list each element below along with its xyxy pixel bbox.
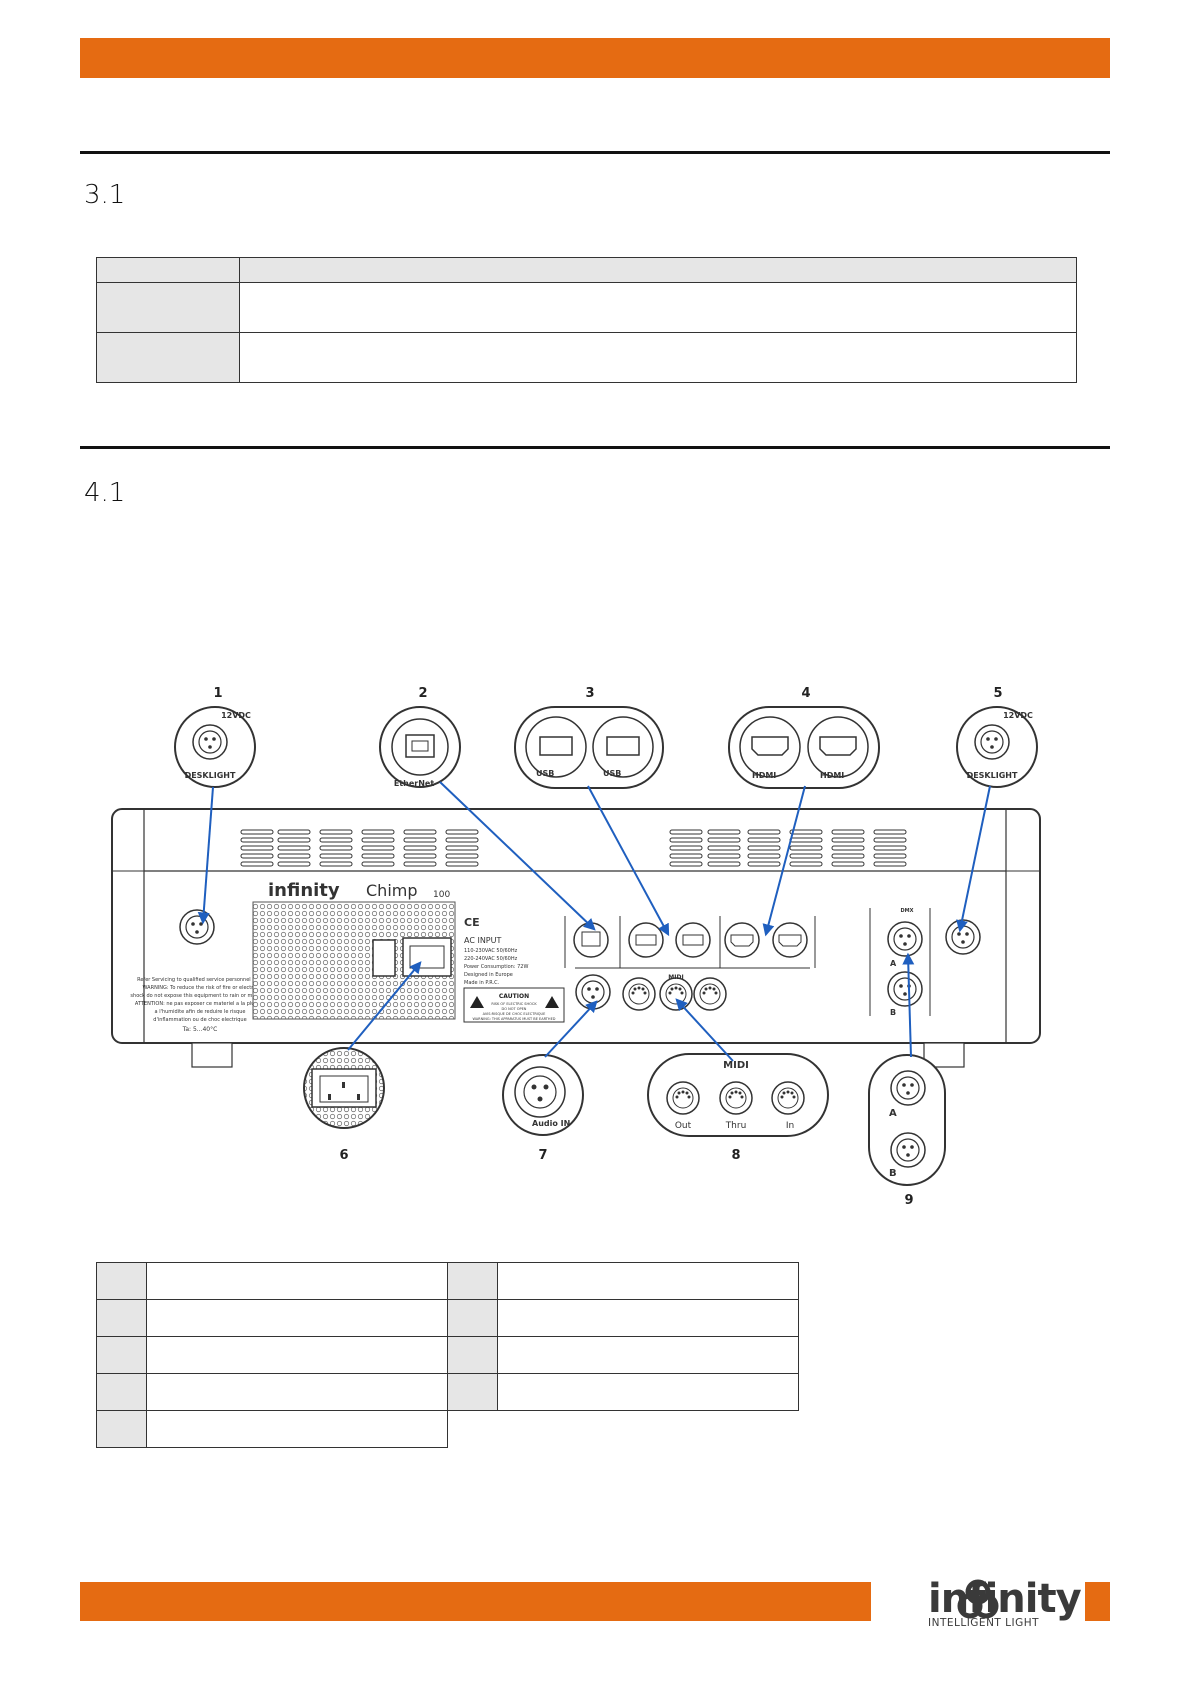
svg-text:shock do not expose this equip: shock do not expose this equipment to ra… — [130, 993, 269, 999]
svg-text:DESKLIGHT: DESKLIGHT — [185, 771, 236, 780]
vents-right — [669, 829, 907, 867]
panel-brand: infinity — [268, 880, 340, 901]
zoom-midi-8: MIDI Out Thru In — [647, 1053, 829, 1137]
svg-text:a l'humidite afin de reduire l: a l'humidite afin de reduire le risque — [155, 1009, 246, 1015]
callout-1: 1 — [213, 686, 222, 701]
table-cell — [96, 332, 240, 383]
footer-brand: infinity — [928, 1576, 1082, 1622]
svg-text:d'inflammation ou de choc elec: d'inflammation ou de choc electrique — [153, 1017, 246, 1023]
panel-midi: MIDI — [622, 974, 727, 1011]
svg-text:WARNING: THIS APPARATUS MUST B: WARNING: THIS APPARATUS MUST BE EARTHED — [473, 1017, 556, 1021]
svg-text:MIDI: MIDI — [723, 1060, 749, 1071]
caution-label: CAUTION RISK OF ELECTRIC SHOCK DO NOT OP… — [463, 987, 565, 1023]
panel-desklight-right — [945, 919, 981, 955]
svg-text:12VDC: 12VDC — [1003, 711, 1033, 720]
svg-text:CAUTION: CAUTION — [499, 993, 529, 1000]
header-bar — [80, 38, 1110, 78]
callout-8: 8 — [731, 1148, 740, 1163]
zoom-usb-3: USB USB — [514, 706, 664, 789]
table-row — [96, 1299, 799, 1337]
footer-bar-end — [1085, 1582, 1110, 1621]
svg-text:HDMI: HDMI — [820, 771, 844, 780]
table-row — [96, 1410, 799, 1448]
spec-table — [96, 257, 1077, 383]
table-row — [96, 282, 1077, 333]
svg-text:B: B — [890, 1008, 896, 1017]
svg-text:110-230VAC 50/60Hz: 110-230VAC 50/60Hz — [464, 948, 518, 954]
panel-warning-text: Refer Servicing to qualified service per… — [130, 977, 269, 1033]
svg-text:USB: USB — [536, 769, 554, 778]
ac-input-title: AC INPUT — [464, 936, 501, 945]
svg-text:WARNING: To reduce the risk of: WARNING: To reduce the risk of fire or e… — [143, 985, 258, 991]
svg-text:DESKLIGHT: DESKLIGHT — [967, 771, 1018, 780]
panel-desklight-left — [179, 909, 215, 945]
svg-text:B: B — [889, 1168, 897, 1179]
svg-text:Refer Servicing to qualified s: Refer Servicing to qualified service per… — [137, 977, 263, 983]
section-number: 3.1 — [84, 180, 126, 210]
svg-text:Power Consumption: 72W: Power Consumption: 72W — [464, 964, 528, 970]
table-cell — [96, 282, 240, 333]
section-rule — [80, 151, 1110, 154]
power-switch — [372, 939, 396, 977]
panel-model: 100 — [433, 890, 450, 900]
svg-text:A: A — [889, 1108, 897, 1119]
svg-text:ATTENTION: ne pas exposer ce m: ATTENTION: ne pas exposer ce materiel a … — [135, 1001, 265, 1007]
svg-text:Out: Out — [675, 1121, 692, 1131]
footer-bar — [80, 1582, 871, 1621]
rear-panel-diagram: 1 2 3 4 5 6 7 8 9 DESKLIGHT 12VDC EtherN… — [111, 686, 1041, 1208]
svg-text:MIDI: MIDI — [668, 974, 683, 981]
ac-input-lines: 110-230VAC 50/60Hz 220-240VAC 50/60Hz Po… — [464, 948, 528, 986]
svg-text:12VDC: 12VDC — [221, 711, 251, 720]
legend-table — [96, 1262, 799, 1448]
table-row — [96, 332, 1077, 383]
svg-text:DMX: DMX — [901, 908, 914, 914]
table-cell — [239, 282, 1077, 333]
table-cell — [239, 332, 1077, 383]
svg-text:HDMI: HDMI — [752, 771, 776, 780]
footer-tagline: INTELLIGENT LIGHT — [928, 1617, 1040, 1629]
zoom-desklight-5: DESKLIGHT 12VDC — [956, 706, 1038, 788]
table-row — [96, 1373, 799, 1411]
svg-text:AVIS:RISQUE DE CHOC ELECTRIQUE: AVIS:RISQUE DE CHOC ELECTRIQUE — [483, 1012, 546, 1016]
table-row — [96, 1336, 799, 1374]
ce-marks: CE — [464, 916, 480, 929]
panel-usb — [628, 922, 711, 958]
svg-text:In: In — [786, 1121, 794, 1131]
leader-lines — [197, 781, 991, 1062]
callout-3: 3 — [585, 686, 594, 701]
zoom-desklight-1: DESKLIGHT 12VDC — [174, 706, 256, 788]
panel-hdmi — [724, 922, 808, 958]
table-row — [96, 1262, 799, 1300]
svg-text:USB: USB — [603, 769, 621, 778]
panel-dmx: DMX A B — [887, 908, 923, 1017]
svg-text:Audio IN: Audio IN — [532, 1119, 570, 1128]
panel-product: Chimp — [366, 881, 418, 900]
panel-ethernet — [573, 922, 609, 958]
svg-text:Thru: Thru — [725, 1121, 747, 1131]
svg-text:DO NOT OPEN: DO NOT OPEN — [502, 1007, 527, 1011]
svg-text:A: A — [890, 959, 897, 968]
panel-connector-strip — [564, 908, 931, 1016]
svg-text:Designed in Europe: Designed in Europe — [464, 972, 513, 978]
section-rule — [80, 446, 1110, 449]
svg-text:Ta: 5...40°C: Ta: 5...40°C — [182, 1026, 218, 1033]
zoom-power-6 — [303, 1047, 385, 1129]
svg-text:Made in P.R.C.: Made in P.R.C. — [464, 980, 500, 986]
callout-5: 5 — [993, 686, 1002, 701]
vents-left — [240, 829, 479, 867]
svg-text:220-240VAC 50/60Hz: 220-240VAC 50/60Hz — [464, 956, 518, 962]
callout-6: 6 — [339, 1148, 348, 1163]
svg-text:RISK OF ELECTRIC SHOCK: RISK OF ELECTRIC SHOCK — [491, 1002, 537, 1006]
callout-2: 2 — [418, 686, 427, 701]
callout-9: 9 — [904, 1193, 913, 1208]
section-number: 4.1 — [84, 478, 126, 508]
zoom-ethernet-2: EtherNet — [379, 706, 461, 788]
callout-4: 4 — [801, 686, 810, 701]
infinity-logo-icon — [957, 1579, 999, 1619]
zoom-audio-in-7: Audio IN — [502, 1054, 584, 1136]
svg-text:EtherNet: EtherNet — [394, 779, 434, 788]
zoom-hdmi-4: HDMI HDMI — [728, 706, 880, 789]
zoom-dmx-9: A B — [868, 1054, 946, 1186]
callout-7: 7 — [538, 1148, 547, 1163]
